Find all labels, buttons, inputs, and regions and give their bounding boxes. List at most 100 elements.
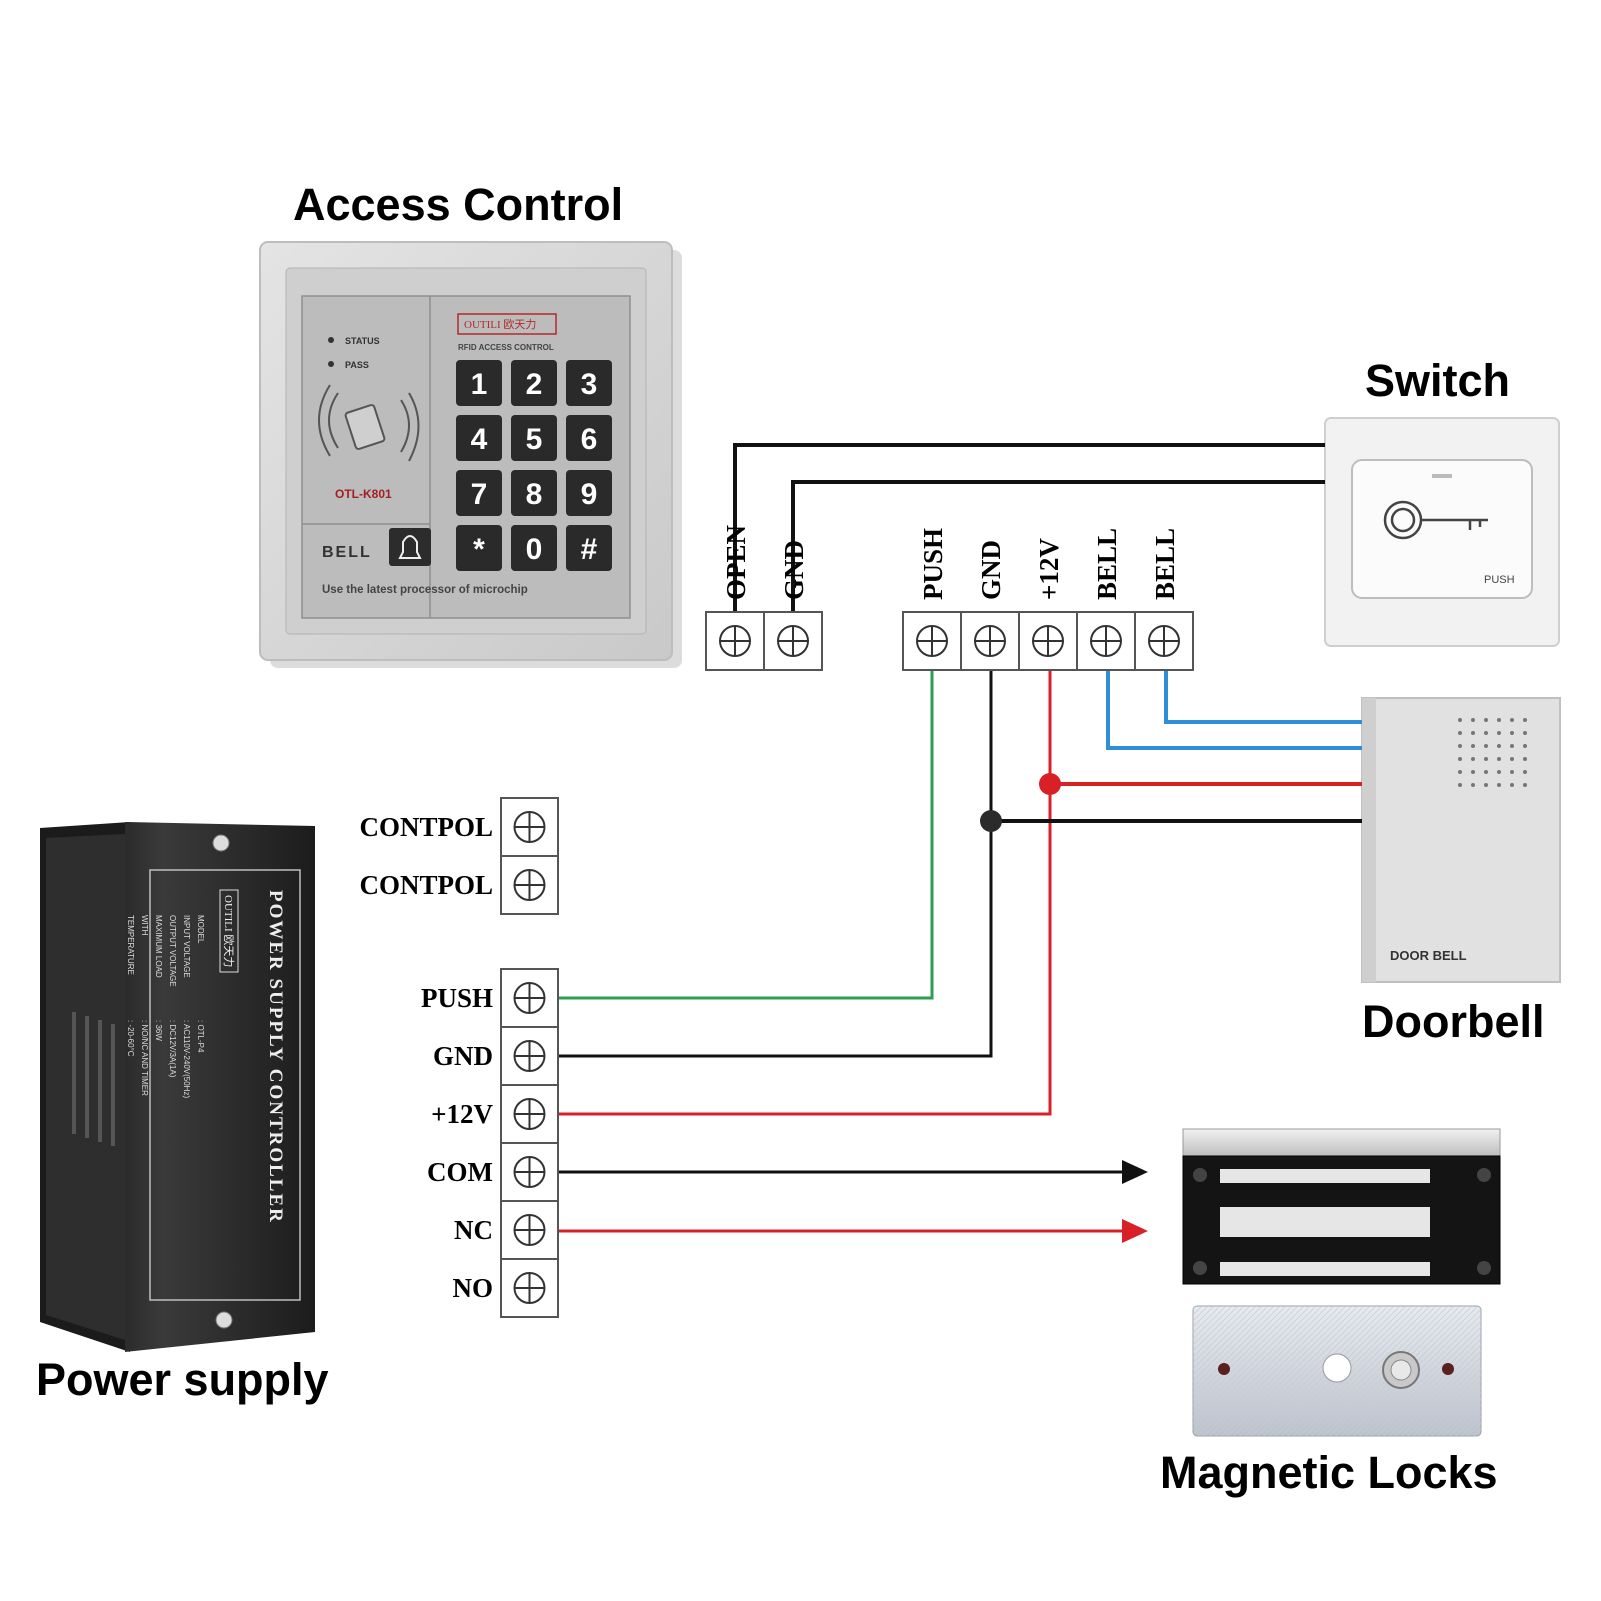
keypad-key[interactable]: 8 — [511, 470, 557, 516]
psu-terminal-label: CONTPOL — [359, 870, 493, 900]
psu-brand: OUTILI 欧天力 — [222, 895, 235, 967]
psu-spec-value: : DC12V/3A(1A) — [168, 1020, 177, 1078]
psu-terminal-plus-12v — [500, 1084, 559, 1144]
wire-bell-blue-1 — [1106, 668, 1362, 750]
doorbell-speaker-grille — [1458, 718, 1527, 787]
pass-led — [328, 361, 334, 367]
psu-terminal-push — [500, 968, 559, 1028]
arrow-nc-icon — [1122, 1219, 1148, 1243]
psu-spec-value: : OTL-P4 — [196, 1020, 205, 1053]
psu-terminal-label: PUSH — [421, 983, 493, 1013]
junction-red — [1039, 773, 1061, 795]
psu-spec-label: TEMPERATURE — [126, 915, 135, 975]
junction-black — [980, 810, 1002, 832]
terminal-plus-12v — [1018, 611, 1078, 671]
keypad-footer: Use the latest processor of microchip — [322, 584, 528, 596]
bell-label: BELL — [322, 544, 372, 561]
keypad-key[interactable]: # — [566, 525, 612, 571]
psu-terminal-label: CONTPOL — [359, 812, 493, 842]
status-led — [328, 337, 334, 343]
keypad-key[interactable]: 6 — [566, 415, 612, 461]
wire-push-green — [558, 668, 934, 1000]
terminal-push — [902, 611, 962, 671]
key-label: 3 — [581, 368, 598, 401]
doorbell-title: Doorbell — [1362, 996, 1545, 1047]
doorbell-label: DOOR BELL — [1390, 948, 1467, 963]
terminal-label: +12V — [1034, 538, 1064, 600]
psu-terminal-com — [500, 1142, 559, 1202]
access-control-keypad: STATUS PASS OTL-K801 BELL OUTILI 欧天力 RFI… — [259, 241, 682, 668]
keypad-brand: OUTILI 欧天力 — [464, 318, 536, 331]
psu-spec-value: : NO/NC AND TIMER — [140, 1020, 149, 1096]
terminal-label: BELL — [1092, 528, 1122, 600]
wire-gnd-switch — [791, 480, 1325, 612]
terminal-label: GND — [779, 540, 809, 600]
keypad-key[interactable]: * — [456, 525, 502, 571]
wire-bell-blue-2 — [1164, 668, 1362, 724]
pass-label: PASS — [345, 360, 369, 370]
psu-spec-label: OUTPUT VOLTAGE — [168, 915, 177, 987]
psu-spec-value: : -20-60°C — [126, 1020, 135, 1057]
psu-terminal-contpol — [500, 797, 559, 857]
terminal-label: BELL — [1150, 528, 1180, 600]
psu-spec-table: MODEL : OTL-P4 INPUT VOLTAGE : AC110V-240V(… — [126, 915, 205, 1098]
key-label: 9 — [581, 478, 598, 511]
terminal-open — [705, 611, 765, 671]
key-label: 7 — [471, 478, 488, 511]
keypad-key[interactable]: 4 — [456, 415, 502, 461]
psu-terminal-label: NC — [454, 1215, 493, 1245]
power-supply-unit: OUTILI 欧天力 POWER SUPPLY CONTROLLER MODEL… — [40, 822, 315, 1352]
wire-gnd-black — [558, 668, 993, 1058]
psu-spec-label: INPUT VOLTAGE — [182, 915, 191, 978]
key-label: 2 — [526, 368, 543, 401]
bell-icon — [398, 535, 422, 559]
key-icon — [1383, 500, 1488, 540]
psu-terminal-nc — [500, 1200, 559, 1260]
psu-spec-value: : 36W — [154, 1020, 163, 1041]
key-label: 1 — [471, 368, 488, 401]
key-label: 5 — [526, 423, 543, 456]
magnetic-lock — [1182, 1128, 1501, 1285]
bell-button[interactable] — [389, 528, 431, 566]
psu-brand-box — [219, 889, 239, 973]
keypad-key[interactable]: 5 — [511, 415, 557, 461]
psu-terminal-label: +12V — [431, 1099, 493, 1129]
arrow-com-icon — [1122, 1160, 1148, 1184]
keypad-key[interactable]: 2 — [511, 360, 557, 406]
keypad-key[interactable]: 1 — [456, 360, 502, 406]
magnetic-locks-title: Magnetic Locks — [1160, 1447, 1498, 1498]
wire-12v-red — [558, 668, 1052, 1116]
terminal-label: PUSH — [918, 528, 948, 600]
terminal-bell — [1076, 611, 1136, 671]
key-label: 6 — [581, 423, 598, 456]
psu-terminal-contpol — [500, 855, 559, 915]
terminal-gnd — [763, 611, 823, 671]
key-label: # — [581, 533, 598, 566]
screw-icon — [215, 1311, 233, 1329]
switch-title: Switch — [1365, 355, 1510, 406]
terminal-gnd — [960, 611, 1020, 671]
screw-icon — [212, 834, 230, 852]
switch-push-label: PUSH — [1484, 574, 1515, 586]
wire-open-switch — [733, 443, 1325, 612]
psu-spec-value: : AC110V-240V(50Hz) — [182, 1020, 191, 1098]
psu-spec-label: MODEL — [196, 915, 205, 944]
exit-switch[interactable]: PUSH — [1324, 417, 1560, 647]
keypad-key[interactable]: 7 — [456, 470, 502, 516]
keypad-key[interactable]: 0 — [511, 525, 557, 571]
keypad-key[interactable]: 9 — [566, 470, 612, 516]
psu-title: POWER SUPPLY CONTROLLER — [265, 890, 286, 1224]
key-label: 4 — [471, 423, 488, 456]
psu-spec-label: WITH — [140, 915, 149, 936]
keypad-subtitle: RFID ACCESS CONTROL — [458, 343, 554, 352]
rfid-icon — [318, 384, 420, 462]
psu-terminal-gnd — [500, 1026, 559, 1086]
keypad-key[interactable]: 3 — [566, 360, 612, 406]
wires — [558, 443, 1362, 1243]
key-label: 0 — [526, 533, 543, 566]
